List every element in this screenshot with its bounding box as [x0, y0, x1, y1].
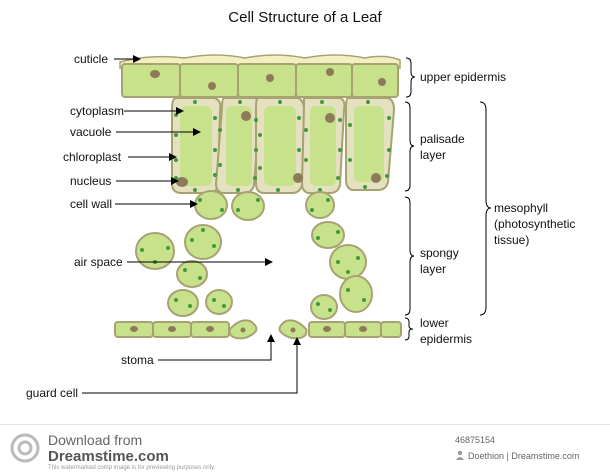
spongy-cells [135, 190, 373, 320]
image-id: 46875154 [455, 435, 496, 445]
label-lower-line2: epidermis [420, 332, 472, 346]
left-pointers [82, 55, 301, 394]
right-braces [404, 57, 492, 341]
diagram-title: Cell Structure of a Leaf [228, 9, 382, 26]
download-from-text: Download from [48, 432, 143, 448]
watermark-note: This watermarked comp image is for previ… [48, 465, 216, 471]
label-spongy-line1: spongy [420, 246, 459, 260]
guard-cells [228, 319, 308, 340]
label-cuticle: cuticle [74, 52, 108, 66]
lower-epidermis-cells [114, 321, 402, 338]
label-vacuole: vacuole [70, 125, 112, 139]
label-chloroplast: chloroplast [63, 150, 122, 164]
image-credit: Doethion | Dreamstime.com [468, 451, 580, 461]
label-cell-wall: cell wall [70, 197, 112, 211]
label-palisade-line2: layer [420, 148, 446, 162]
label-mesophyll-line1: mesophyll [494, 201, 548, 215]
label-palisade-line1: palisade [420, 132, 465, 146]
watermark-footer: Download from Dreamstime.com This waterm… [0, 424, 610, 473]
label-mesophyll-line3: tissue) [494, 233, 529, 247]
site-name: Dreamstime.com [48, 448, 169, 465]
label-guard-cell: guard cell [26, 386, 78, 400]
label-nucleus: nucleus [70, 174, 111, 188]
label-mesophyll-line2: (photosynthetic [494, 217, 575, 231]
label-upper-epidermis: upper epidermis [420, 70, 506, 84]
label-lower-line1: lower [420, 316, 449, 330]
upper-epidermis-cells [121, 63, 399, 98]
label-spongy-line2: layer [420, 262, 446, 276]
dreamstime-logo-icon [10, 433, 40, 463]
label-air-space: air space [74, 255, 123, 269]
palisade-cells [171, 97, 396, 194]
user-icon [456, 450, 464, 460]
label-stoma: stoma [121, 353, 154, 367]
label-cytoplasm: cytoplasm [70, 104, 124, 118]
